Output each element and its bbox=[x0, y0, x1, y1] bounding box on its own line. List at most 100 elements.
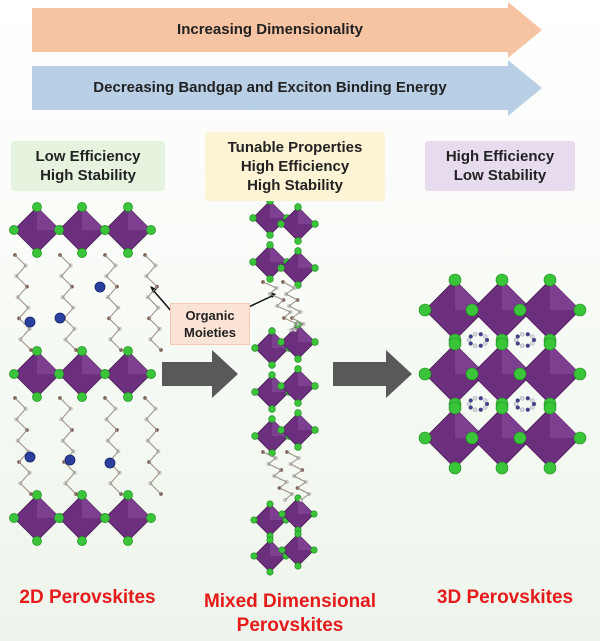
a-site-cation-atom bbox=[530, 341, 535, 346]
halide-atom bbox=[123, 490, 133, 500]
a-site-cation-atom bbox=[483, 334, 488, 339]
halide-atom bbox=[250, 516, 258, 524]
octahedron-facet bbox=[298, 251, 315, 268]
a-site-cation-atom bbox=[478, 396, 483, 401]
halide-atom bbox=[310, 546, 318, 554]
halide-atom bbox=[268, 415, 276, 423]
halide-atom bbox=[418, 367, 432, 381]
cation-atom bbox=[24, 316, 36, 328]
box-line: High Efficiency bbox=[240, 158, 350, 175]
halide-atom bbox=[294, 237, 302, 245]
halide-atom bbox=[54, 513, 64, 523]
a-site-cation-atom bbox=[530, 405, 535, 410]
a-site-cation-atom bbox=[515, 398, 520, 403]
increasing-dimensionality-arrow bbox=[32, 2, 542, 58]
a-site-cation-atom bbox=[513, 401, 519, 407]
halide-atom bbox=[123, 202, 133, 212]
halide-atom bbox=[32, 392, 42, 402]
halide-atom bbox=[573, 303, 587, 317]
a-site-cation-atom bbox=[483, 405, 488, 410]
octahedron-facet bbox=[82, 351, 105, 374]
halide-atom bbox=[251, 388, 259, 396]
halide-atom bbox=[543, 401, 557, 415]
halide-atom bbox=[543, 461, 557, 475]
a-site-cation-atom bbox=[513, 337, 519, 343]
box-line: High Stability bbox=[247, 177, 343, 194]
halide-atom bbox=[448, 401, 462, 415]
callout-line: Moieties bbox=[183, 325, 236, 340]
3d-perovskite-structure bbox=[418, 273, 587, 475]
halide-atom bbox=[9, 369, 19, 379]
a-site-cation-atom bbox=[531, 337, 537, 343]
organic-chain bbox=[144, 254, 162, 351]
cation-atom bbox=[64, 454, 76, 466]
halide-atom bbox=[310, 510, 318, 518]
3d-perovskites-title: 3D Perovskites bbox=[436, 587, 574, 608]
halide-atom bbox=[123, 346, 133, 356]
mixed-dimensional-title: Mixed Dimensional Perovskites bbox=[190, 590, 390, 638]
octahedron-facet bbox=[455, 344, 485, 374]
octahedron-facet bbox=[550, 408, 580, 438]
halide-atom bbox=[573, 431, 587, 445]
halide-atom bbox=[418, 431, 432, 445]
octahedron-facet bbox=[298, 369, 315, 386]
organic-chain bbox=[286, 451, 311, 501]
a-site-cation-atom bbox=[525, 396, 530, 401]
octahedron-facet bbox=[270, 201, 287, 218]
halide-atom bbox=[54, 369, 64, 379]
halide-atom bbox=[465, 431, 479, 445]
halide-atom bbox=[294, 247, 302, 255]
halide-atom bbox=[32, 202, 42, 212]
halide-atom bbox=[294, 365, 302, 373]
octahedron-facet bbox=[502, 344, 532, 374]
octahedron-facet bbox=[82, 495, 105, 518]
organic-chain bbox=[144, 397, 162, 495]
halide-atom bbox=[311, 382, 319, 390]
process-arrow-left bbox=[162, 350, 238, 398]
halide-atom bbox=[32, 536, 42, 546]
organic-chain bbox=[14, 397, 32, 495]
halide-atom bbox=[277, 220, 285, 228]
high-efficiency-box: High Efficiency Low Stability bbox=[425, 141, 575, 191]
halide-atom bbox=[294, 443, 302, 451]
halide-atom bbox=[266, 275, 274, 283]
box-line: Tunable Properties bbox=[227, 139, 363, 156]
cation-atom bbox=[104, 457, 116, 469]
halide-atom bbox=[294, 203, 302, 211]
decreasing-bandgap-label: Decreasing Bandgap and Exciton Binding E… bbox=[93, 79, 447, 96]
halide-atom bbox=[513, 367, 527, 381]
halide-atom bbox=[32, 248, 42, 258]
a-site-cation-atom bbox=[468, 341, 473, 346]
halide-atom bbox=[77, 248, 87, 258]
a-site-cation-atom bbox=[466, 401, 472, 407]
callout-pointer-left-head bbox=[150, 286, 157, 293]
process-arrow-right bbox=[333, 350, 412, 398]
a-site-cation-atom bbox=[520, 407, 525, 412]
a-site-cation-atom bbox=[525, 407, 530, 412]
halide-atom bbox=[268, 327, 276, 335]
octahedron-facet bbox=[550, 280, 580, 310]
halide-atom bbox=[543, 337, 557, 351]
octahedron-facet bbox=[82, 207, 105, 230]
halide-atom bbox=[448, 461, 462, 475]
a-site-cation-atom bbox=[483, 341, 488, 346]
halide-atom bbox=[266, 231, 274, 239]
octahedron-facet bbox=[455, 280, 485, 310]
a-site-cation-atom bbox=[473, 343, 478, 348]
a-site-cation-atom bbox=[530, 398, 535, 403]
octahedron-facet bbox=[550, 344, 580, 374]
a-site-cation-atom bbox=[525, 332, 530, 337]
octahedron-facet bbox=[298, 207, 315, 224]
octahedron-facet bbox=[298, 413, 315, 430]
organic-chain bbox=[262, 281, 299, 331]
halide-atom bbox=[266, 536, 274, 544]
halide-atom bbox=[294, 530, 302, 538]
halide-atom bbox=[513, 431, 527, 445]
halide-atom bbox=[54, 225, 64, 235]
halide-atom bbox=[543, 273, 557, 287]
organic-chain bbox=[104, 254, 122, 351]
a-site-cation-atom bbox=[531, 401, 537, 407]
a-site-cation-atom bbox=[473, 407, 478, 412]
low-efficiency-box: Low Efficiency High Stability bbox=[11, 141, 165, 191]
halide-atom bbox=[249, 258, 257, 266]
